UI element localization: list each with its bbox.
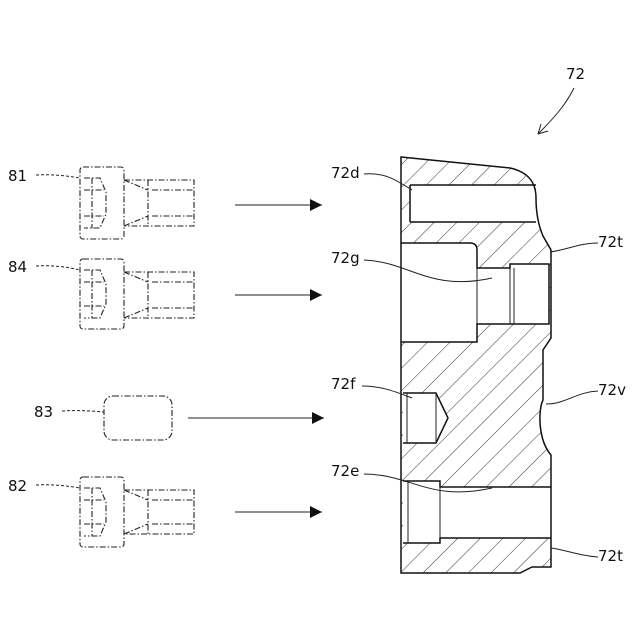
arrow-82 bbox=[235, 506, 322, 518]
assembly-pointer bbox=[538, 88, 574, 134]
leader-72t-lower bbox=[551, 548, 598, 557]
label-72t-upper: 72t bbox=[598, 233, 623, 251]
label-72v: 72v bbox=[598, 381, 626, 399]
label-81: 81 bbox=[8, 167, 27, 185]
leader-82 bbox=[36, 485, 80, 488]
label-72d: 72d bbox=[331, 164, 360, 182]
label-72f: 72f bbox=[331, 375, 356, 393]
label-82: 82 bbox=[8, 477, 27, 495]
label-83: 83 bbox=[34, 403, 53, 421]
fastener-83 bbox=[104, 396, 172, 440]
label-84: 84 bbox=[8, 258, 27, 276]
arrow-81 bbox=[235, 199, 322, 211]
fastener-84 bbox=[80, 259, 194, 329]
assembly-label: 72 bbox=[566, 65, 585, 83]
label-72t-lower: 72t bbox=[598, 547, 623, 565]
leader-72t-upper bbox=[550, 243, 598, 252]
leader-72g bbox=[364, 260, 492, 282]
fastener-82 bbox=[80, 477, 194, 547]
label-72g: 72g bbox=[331, 249, 360, 267]
part-cross-section bbox=[401, 157, 551, 573]
fastener-81 bbox=[80, 167, 194, 239]
arrow-83 bbox=[188, 412, 324, 424]
leader-83 bbox=[62, 411, 104, 412]
label-72e: 72e bbox=[331, 462, 359, 480]
leader-81 bbox=[36, 175, 80, 178]
leader-72v bbox=[546, 391, 598, 404]
leader-84 bbox=[36, 266, 80, 270]
arrow-84 bbox=[235, 289, 322, 301]
